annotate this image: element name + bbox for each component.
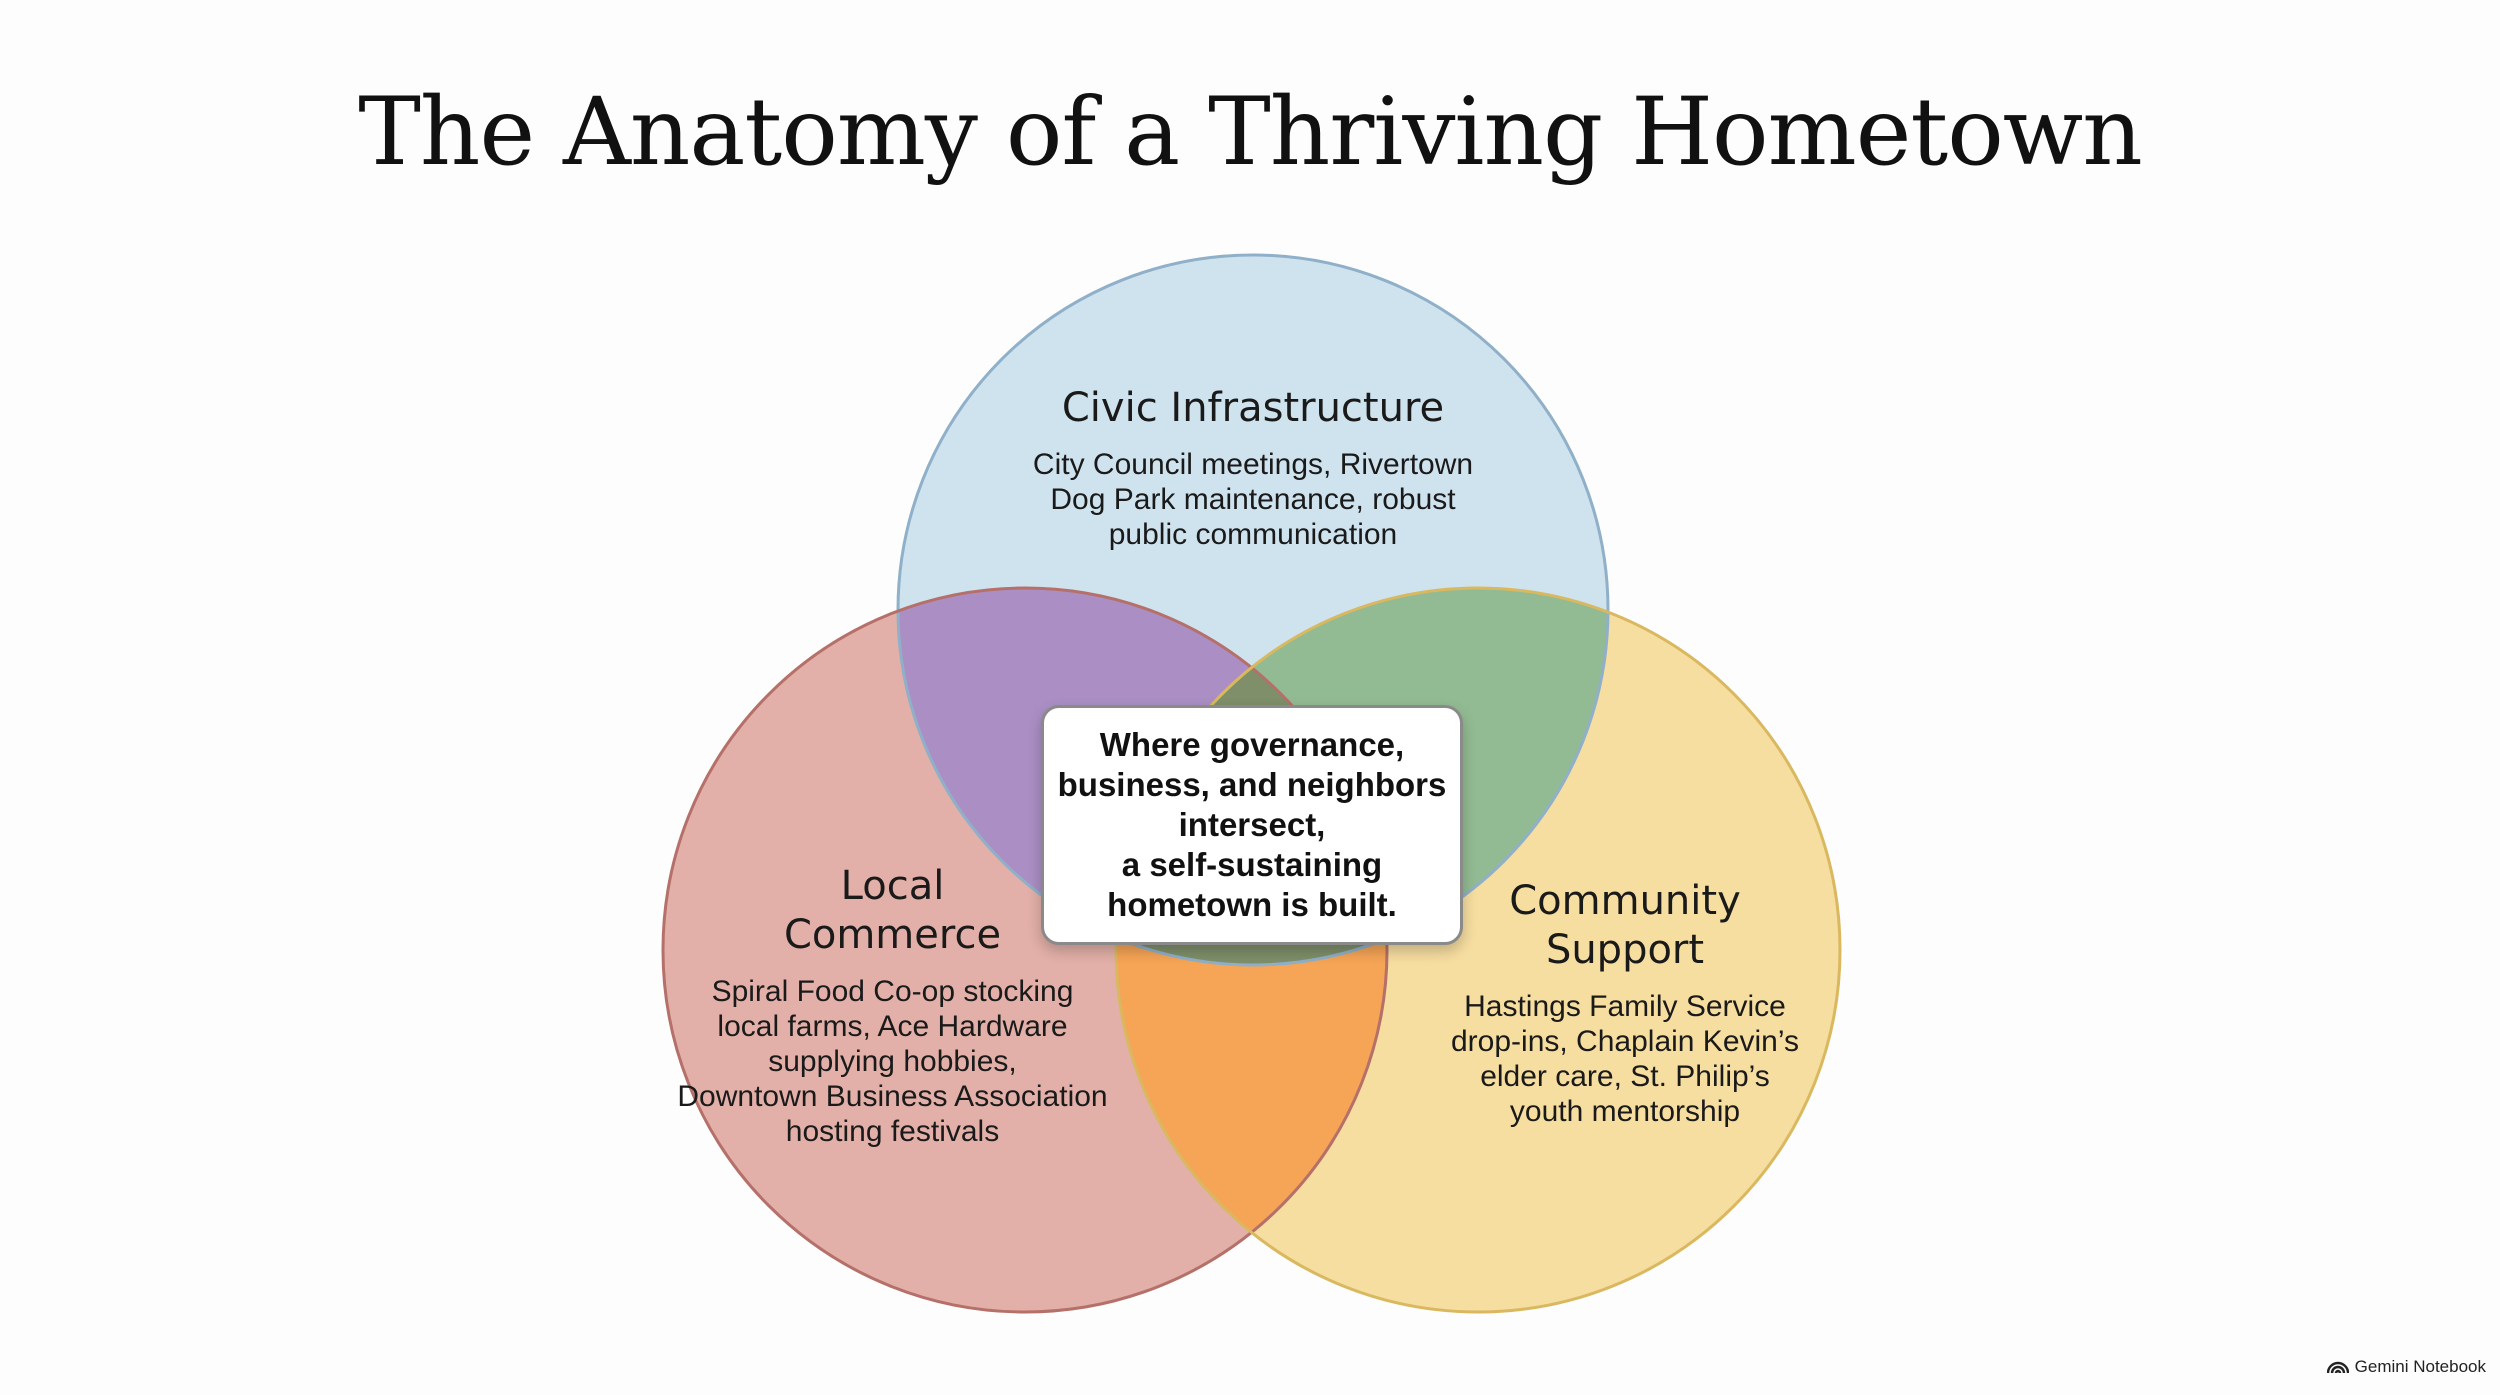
commerce-circle-outline [661,586,1389,1314]
center-callout-text: Where governance, business, and neighbor… [1057,726,1447,923]
civic-label: Civic Infrastructure City Council meetin… [953,384,1553,552]
notebook-logo-icon [2326,1361,2349,1374]
civic-heading: Civic Infrastructure [1061,385,1445,431]
civic-description: City Council meetings, Rivertown Dog Par… [1032,448,1474,551]
commerce-label: Local Commerce Spiral Food Co-op stockin… [650,862,1135,1149]
watermark: Gemini Notebook [2326,1357,2486,1377]
community-heading: Community Support [1509,878,1741,973]
watermark-text: Gemini Notebook [2354,1357,2486,1376]
community-label: Community Support Hastings Family Servic… [1395,877,1855,1129]
community-circle-outline [1114,586,1842,1314]
commerce-description: Spiral Food Co-op stocking local farms, … [677,975,1108,1148]
commerce-heading: Local Commerce [783,863,1002,958]
center-callout: Where governance, business, and neighbor… [1041,705,1463,945]
page-title: The Anatomy of a Thriving Hometown [358,78,2143,187]
community-description: Hastings Family Service drop-ins, Chapla… [1451,990,1799,1128]
